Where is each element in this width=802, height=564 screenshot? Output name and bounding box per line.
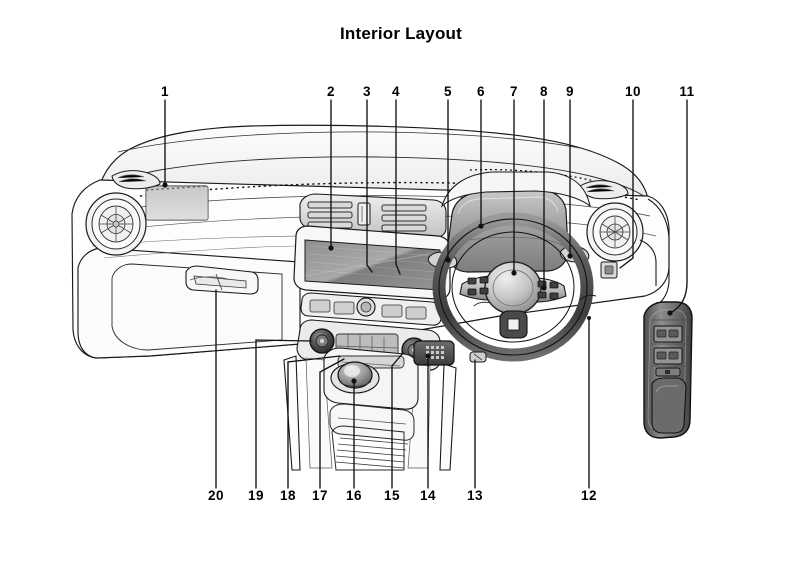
infotainment-display[interactable] bbox=[293, 225, 451, 300]
callout-label-1: 1 bbox=[160, 84, 170, 99]
climate-button-strip[interactable] bbox=[300, 292, 442, 326]
gear-shift-knob[interactable] bbox=[330, 361, 380, 394]
callout-label-3: 3 bbox=[362, 84, 372, 99]
callout-label-14: 14 bbox=[419, 488, 437, 503]
usb-port-panel[interactable] bbox=[413, 340, 455, 366]
left-air-vent bbox=[85, 170, 161, 256]
callout-label-9: 9 bbox=[565, 84, 575, 99]
page-title: Interior Layout bbox=[339, 24, 462, 43]
callout-label-13: 13 bbox=[466, 488, 484, 503]
callout-label-2: 2 bbox=[326, 84, 336, 99]
passenger-airbag-panel bbox=[145, 185, 209, 221]
callout-label-11: 11 bbox=[679, 84, 695, 99]
callout-label-16: 16 bbox=[345, 488, 363, 503]
callout-label-6: 6 bbox=[476, 84, 486, 99]
callout-label-5: 5 bbox=[443, 84, 453, 99]
instrument-cluster bbox=[440, 171, 591, 273]
callout-label-12: 12 bbox=[580, 488, 598, 503]
callout-label-17: 17 bbox=[311, 488, 329, 503]
callout-label-4: 4 bbox=[391, 84, 401, 99]
callout-label-10: 10 bbox=[624, 84, 642, 99]
steering-adjust-lever[interactable] bbox=[469, 351, 487, 363]
right-air-vent bbox=[579, 180, 644, 262]
callout-label-20: 20 bbox=[207, 488, 225, 503]
callout-label-19: 19 bbox=[247, 488, 265, 503]
dash-side-switch[interactable] bbox=[600, 261, 618, 279]
center-air-vents bbox=[299, 193, 447, 238]
callout-leader-lines bbox=[162, 99, 688, 489]
callout-label-7: 7 bbox=[509, 84, 519, 99]
callout-label-15: 15 bbox=[383, 488, 401, 503]
door-switch-panel[interactable] bbox=[643, 301, 693, 439]
callout-label-8: 8 bbox=[539, 84, 549, 99]
glove-box-handle[interactable] bbox=[185, 265, 259, 295]
callout-label-18: 18 bbox=[279, 488, 297, 503]
